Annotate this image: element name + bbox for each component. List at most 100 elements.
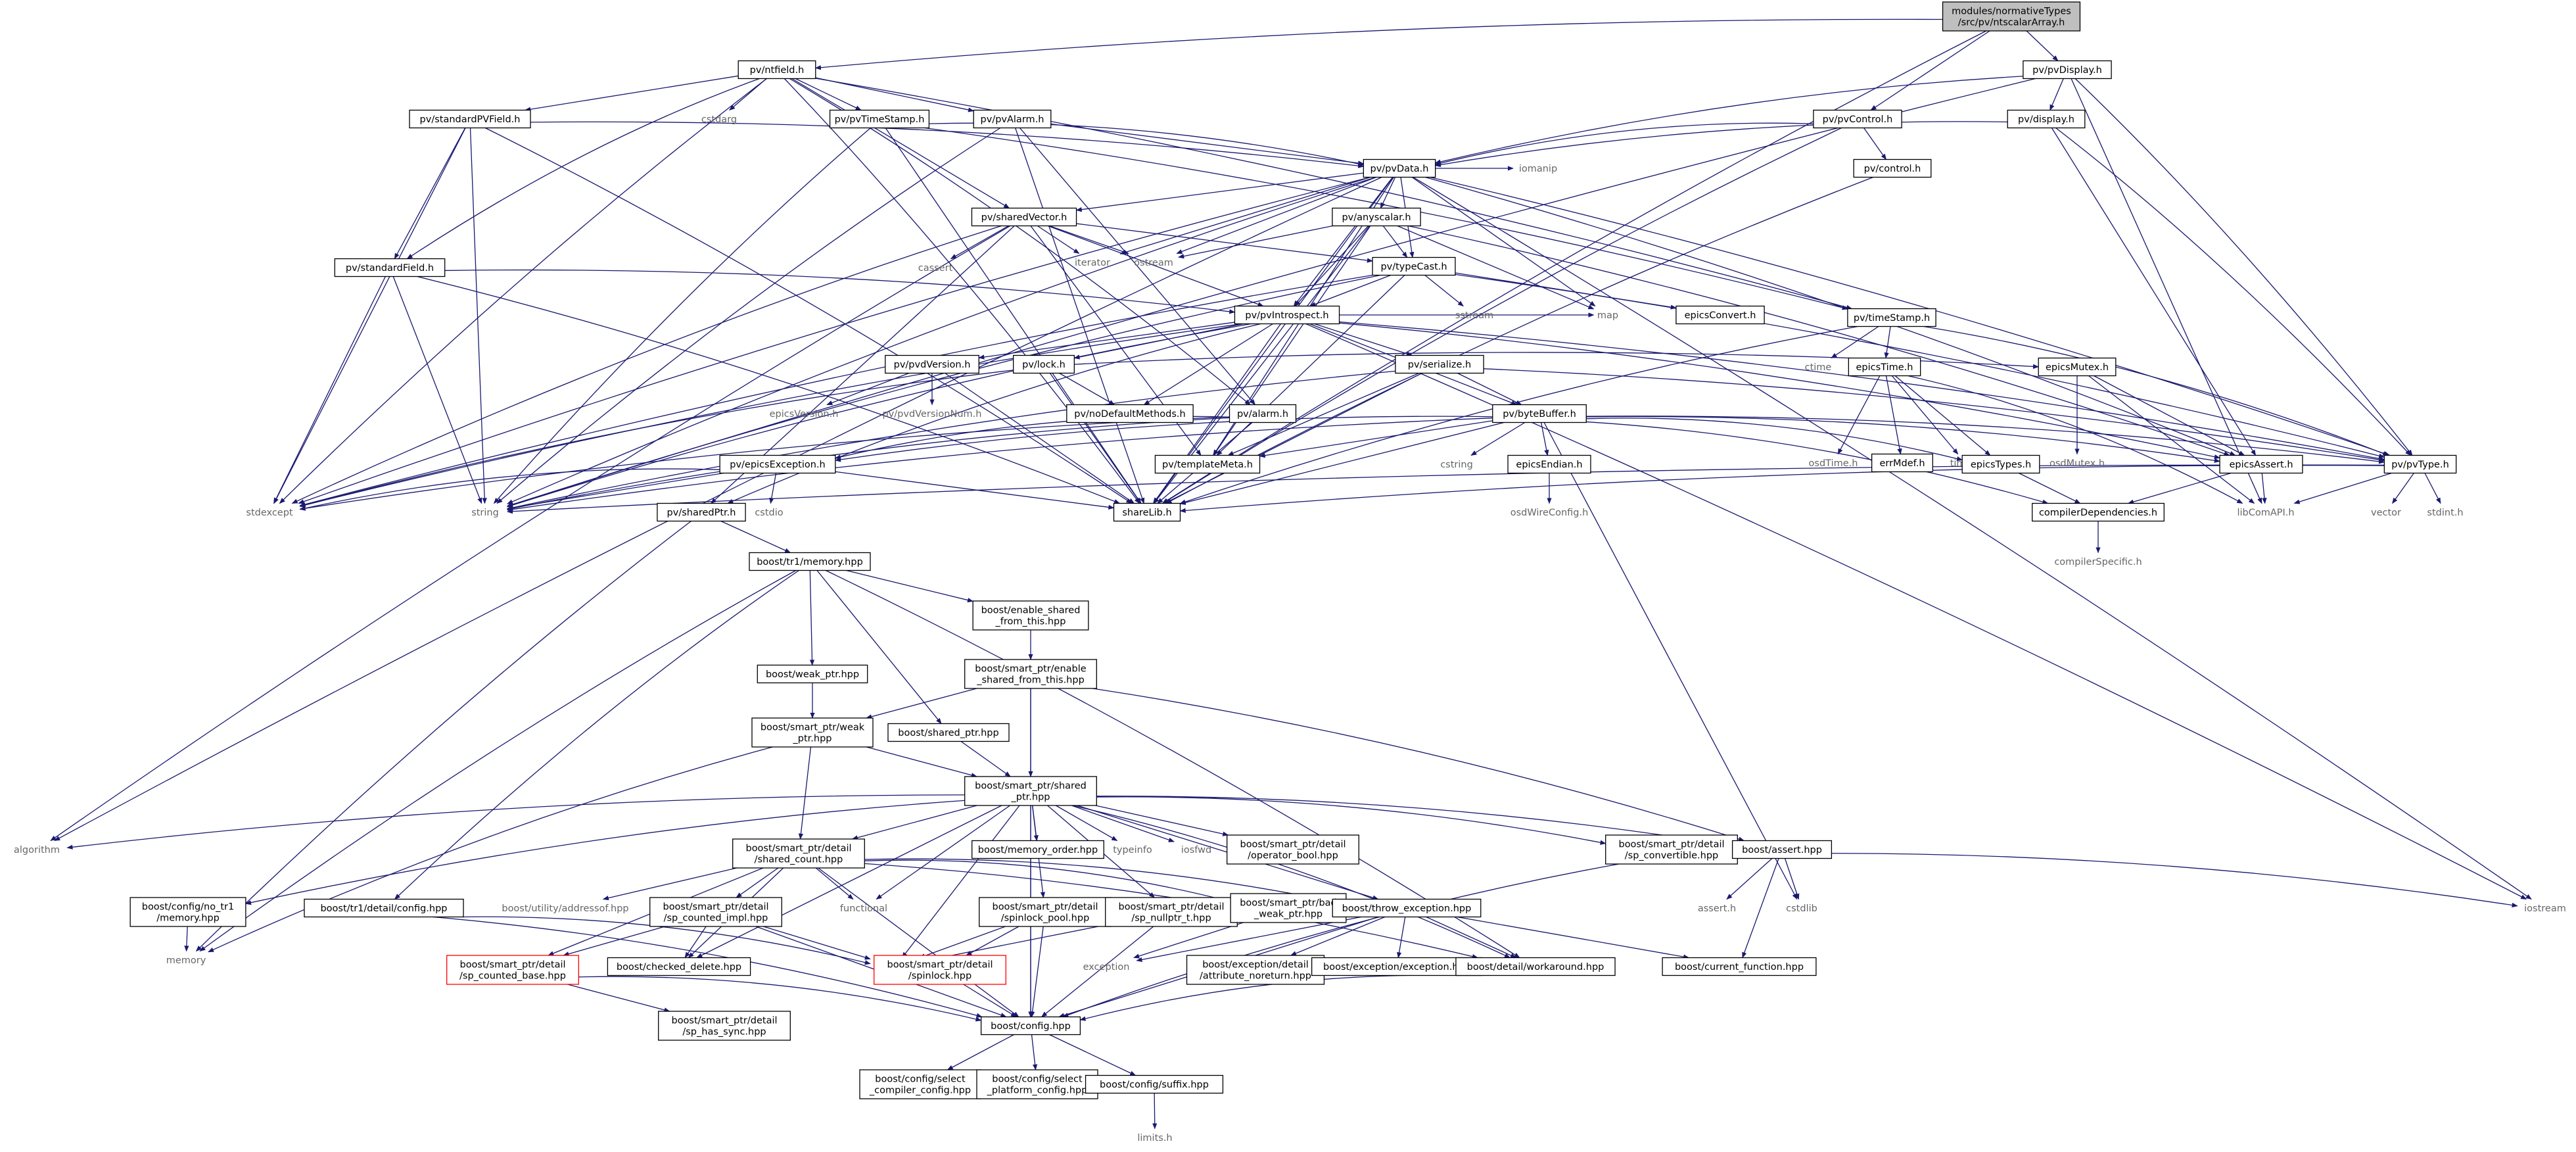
node-select_compiler[interactable]: boost/config/select_compiler_config.hpp: [859, 1069, 981, 1099]
node-label-sp_has_sync: boost/smart_ptr/detail: [671, 1016, 777, 1026]
node-templateMeta[interactable]: pv/templateMeta.h: [1154, 454, 1261, 474]
node-serialize[interactable]: pv/serialize.h: [1395, 354, 1484, 374]
edge-byteBuffer-to-string: [506, 418, 1493, 512]
edge-byteBuffer-to-cstdlib: [1543, 422, 1798, 900]
node-box-sp_has_sync: [658, 1011, 791, 1041]
node-byteBuffer[interactable]: pv/byteBuffer.h: [1492, 404, 1587, 423]
node-checked_delete[interactable]: boost/checked_delete.hpp: [607, 957, 751, 976]
node-spinlock_pool[interactable]: boost/smart_ptr/detail/spinlock_pool.hpp: [979, 897, 1112, 927]
node-standardField[interactable]: pv/standardField.h: [334, 258, 446, 277]
node-lock[interactable]: pv/lock.h: [1013, 354, 1075, 374]
node-sp_shared_ptr[interactable]: boost/smart_ptr/shared_ptr.hpp: [964, 776, 1097, 806]
edge-pvDisplay-to-pvType: [2074, 78, 2413, 456]
node-label-sharedPtr: pv/sharedPtr.h: [667, 508, 736, 518]
node-epicsTime[interactable]: epicsTime.h: [1848, 357, 1921, 377]
node-config_hpp[interactable]: boost/config.hpp: [980, 1016, 1081, 1036]
edge-standardPVField-to-stdexcept: [273, 128, 466, 504]
node-standardPVField[interactable]: pv/standardPVField.h: [409, 109, 531, 129]
node-epicsTypes[interactable]: epicsTypes.h: [1961, 454, 2040, 474]
node-string: string: [471, 508, 499, 518]
node-sp_convertible[interactable]: boost/smart_ptr/detail/sp_convertible.hp…: [1605, 834, 1738, 865]
node-box-epicsTypes: [1961, 454, 2040, 474]
node-box-display: [2007, 109, 2086, 129]
node-workaround[interactable]: boost/detail/workaround.hpp: [1455, 957, 1616, 976]
node-root[interactable]: modules/normativeTypes/src/pv/ntscalarAr…: [1942, 1, 2081, 32]
edge-ntfield-to-stdexcept: [279, 78, 767, 504]
node-weak_ptr[interactable]: boost/weak_ptr.hpp: [757, 664, 868, 684]
node-no_tr1_memory[interactable]: boost/config/no_tr1/memory.hpp: [129, 897, 246, 927]
node-pvAlarm[interactable]: pv/pvAlarm.h: [973, 109, 1052, 129]
node-shared_ptr_hpp[interactable]: boost/shared_ptr.hpp: [887, 723, 1010, 742]
node-shared_count[interactable]: boost/smart_ptr/detail/shared_count.hpp: [732, 838, 865, 869]
node-epicsEndian[interactable]: epicsEndian.h: [1507, 454, 1591, 474]
node-sp_nullptr_t[interactable]: boost/smart_ptr/detail/sp_nullptr_t.hpp: [1105, 897, 1238, 927]
node-control[interactable]: pv/control.h: [1853, 158, 1932, 178]
node-assert_h: assert.h: [1698, 903, 1736, 914]
node-box-epicsConvert: [1675, 305, 1765, 325]
node-errMdef[interactable]: errMdef.h: [1871, 453, 1933, 473]
node-anyscalar[interactable]: pv/anyscalar.h: [1332, 207, 1421, 227]
node-display[interactable]: pv/display.h: [2007, 109, 2086, 129]
node-tr1memory[interactable]: boost/tr1/memory.hpp: [749, 552, 871, 571]
node-select_platform[interactable]: boost/config/select_platform_config.hpp: [976, 1069, 1098, 1099]
node-pvControl[interactable]: pv/pvControl.h: [1813, 109, 1902, 129]
node-tr1_config[interactable]: boost/tr1/detail/config.hpp: [304, 898, 464, 918]
node-shareLib[interactable]: shareLib.h: [1113, 502, 1181, 522]
node-operator_bool[interactable]: boost/smart_ptr/detail/operator_bool.hpp: [1227, 834, 1359, 865]
node-epicsMutex[interactable]: epicsMutex.h: [2038, 357, 2117, 377]
node-sharedVector[interactable]: pv/sharedVector.h: [971, 207, 1077, 227]
node-label-pvdVersionNum: pv/pvdVersionNum.h: [883, 409, 982, 420]
node-pvData[interactable]: pv/pvData.h: [1363, 158, 1436, 178]
node-throw_exception[interactable]: boost/throw_exception.hpp: [1332, 898, 1482, 918]
node-algorithm: algorithm: [14, 845, 60, 855]
node-spinlock[interactable]: boost/smart_ptr/detail/spinlock.hpp: [874, 955, 1006, 985]
node-box-root: [1942, 1, 2081, 32]
edge-root-to-shareLib: [1161, 30, 1986, 504]
edge-spinlock_pool-to-config_hpp: [1030, 926, 1044, 1018]
node-pvdVersion[interactable]: pv/pvdVersion.h: [885, 354, 979, 374]
node-label-pvIntrospect: pv/pvIntrospect.h: [1245, 310, 1328, 321]
node-label-typeinfo: typeinfo: [1113, 845, 1152, 855]
node-suffix[interactable]: boost/config/suffix.hpp: [1085, 1074, 1224, 1094]
node-label-shared_ptr_hpp: boost/shared_ptr.hpp: [898, 728, 998, 738]
node-alarm[interactable]: pv/alarm.h: [1229, 404, 1297, 423]
edge-byteBuffer-to-epicsException: [834, 416, 1493, 462]
edge-epicsAssert-to-compilerDependencies: [2127, 472, 2232, 504]
node-sp_enable_shared[interactable]: boost/smart_ptr/enable_shared_from_this.…: [964, 659, 1097, 689]
node-noDefaultMethods[interactable]: pv/noDefaultMethods.h: [1066, 404, 1194, 423]
node-box-pvData: [1363, 158, 1436, 178]
node-pvIntrospect[interactable]: pv/pvIntrospect.h: [1234, 305, 1340, 325]
node-typeCast[interactable]: pv/typeCast.h: [1372, 256, 1456, 276]
node-assert_hpp[interactable]: boost/assert.hpp: [1731, 840, 1833, 859]
node-epicsConvert[interactable]: epicsConvert.h: [1675, 305, 1765, 325]
node-bad_weak_ptr[interactable]: boost/smart_ptr/bad_weak_ptr.hpp: [1230, 893, 1347, 923]
node-pvType[interactable]: pv/pvType.h: [2383, 454, 2457, 474]
node-memory_order[interactable]: boost/memory_order.hpp: [972, 840, 1104, 859]
node-timeStamp[interactable]: pv/timeStamp.h: [1847, 308, 1936, 327]
edge-standardPVField-to-string: [469, 128, 487, 504]
node-exception_hpp[interactable]: boost/exception/exception.hpp: [1311, 957, 1483, 976]
node-enable_shared_from_this[interactable]: boost/enable_shared_from_this.hpp: [972, 600, 1089, 631]
node-sp_counted_base[interactable]: boost/smart_ptr/detail/sp_counted_base.h…: [446, 955, 579, 985]
edge-root-to-pvDisplay: [2026, 30, 2059, 62]
node-sp_weak_ptr[interactable]: boost/smart_ptr/weak_ptr.hpp: [751, 717, 874, 748]
node-compilerDependencies[interactable]: compilerDependencies.h: [2032, 502, 2165, 522]
edge-pvTimeStamp-to-shareLib: [885, 128, 1142, 504]
node-box-sp_enable_shared: [964, 659, 1097, 689]
node-pvDisplay[interactable]: pv/pvDisplay.h: [2023, 60, 2112, 80]
edge-pvDisplay-to-libComAPI: [2071, 78, 2262, 504]
node-box-suffix: [1085, 1074, 1224, 1094]
node-ntfield[interactable]: pv/ntfield.h: [738, 60, 816, 80]
node-epicsAssert[interactable]: epicsAssert.h: [2219, 454, 2303, 474]
node-current_function[interactable]: boost/current_function.hpp: [1662, 957, 1817, 976]
node-sp_has_sync[interactable]: boost/smart_ptr/detail/sp_has_sync.hpp: [658, 1011, 791, 1041]
node-cstdarg: cstdarg: [701, 114, 737, 125]
node-pvTimeStamp[interactable]: pv/pvTimeStamp.h: [829, 109, 930, 129]
node-epicsException[interactable]: pv/epicsException.h: [719, 454, 836, 474]
node-sharedPtr[interactable]: pv/sharedPtr.h: [657, 502, 746, 522]
node-label-attribute_noreturn: boost/exception/detail: [1202, 960, 1309, 971]
node-box-control: [1853, 158, 1932, 178]
node-attribute_noreturn[interactable]: boost/exception/detail/attribute_noretur…: [1186, 955, 1325, 985]
node-sp_counted_impl[interactable]: boost/smart_ptr/detail/sp_counted_impl.h…: [649, 897, 782, 927]
edge-anyscalar-to-typeCast: [1382, 226, 1408, 258]
